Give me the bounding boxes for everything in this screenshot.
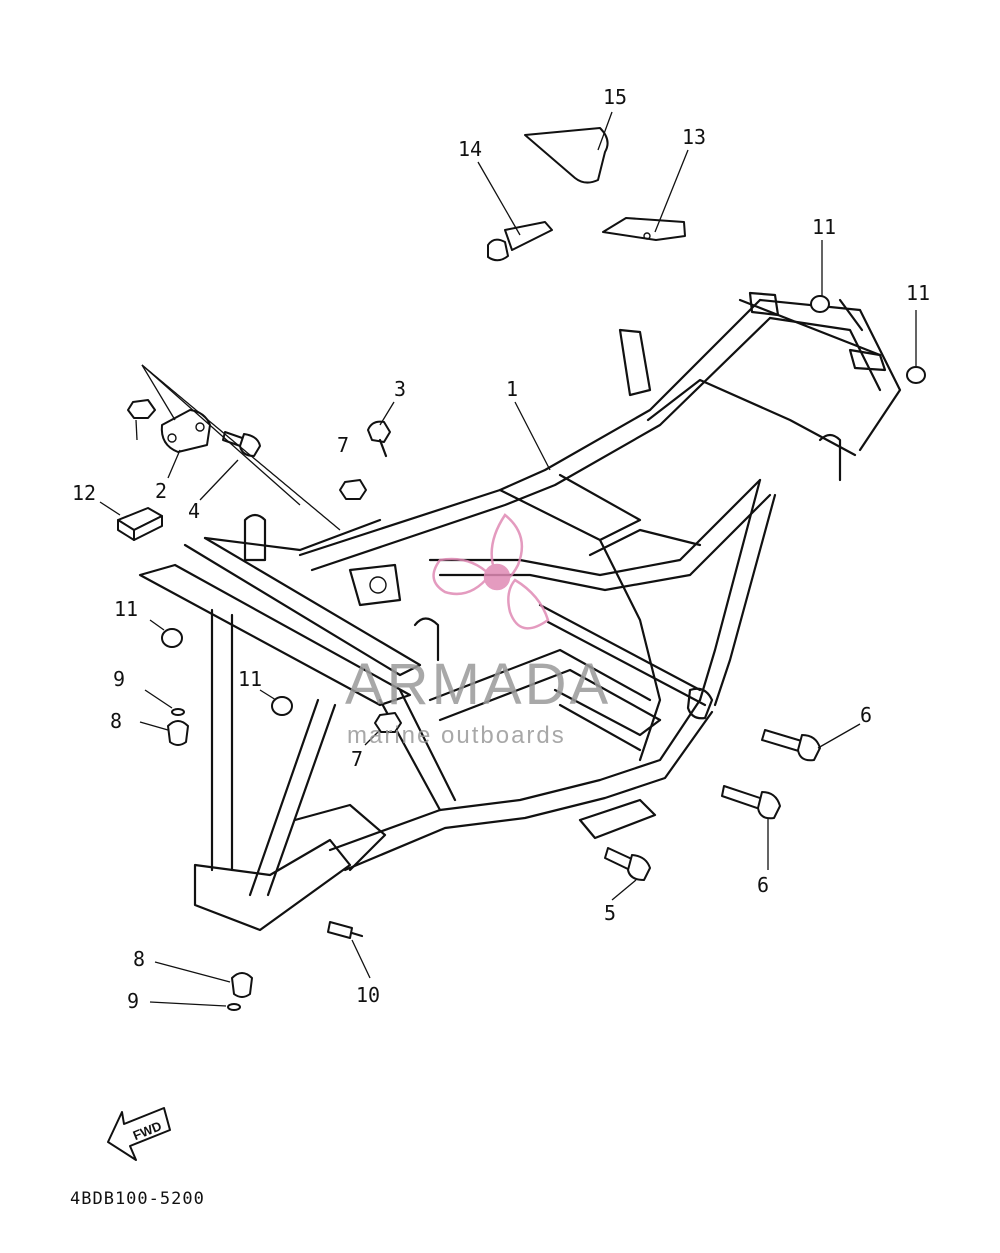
watermark: ARMADA marine outboards xyxy=(345,513,611,749)
callout-2: 2 xyxy=(155,479,167,503)
frame-assembly xyxy=(138,291,902,932)
part-11-cap-right xyxy=(906,366,926,384)
part-5-bolt xyxy=(604,847,651,881)
callout-15: 15 xyxy=(603,85,627,109)
callout-10: 10 xyxy=(356,983,380,1007)
watermark-logo-icon xyxy=(432,513,550,630)
callout-14: 14 xyxy=(458,137,482,161)
part-6-bolt-lower xyxy=(721,785,781,820)
callout-12: 12 xyxy=(72,481,96,505)
part-7-nut-upper xyxy=(127,399,156,419)
callout-8-lower: 8 xyxy=(133,947,145,971)
callout-9-upper: 9 xyxy=(113,667,125,691)
part-8-cap-lower xyxy=(231,972,253,998)
callout-1: 1 xyxy=(506,377,518,401)
part-13-plate xyxy=(602,217,686,241)
part-2-bracket xyxy=(160,409,211,453)
part-11-cap-middle xyxy=(271,696,293,716)
callout-13: 13 xyxy=(682,125,706,149)
callout-11-right: 11 xyxy=(906,281,930,305)
part-15-pad xyxy=(524,127,609,184)
part-9-oring-upper xyxy=(171,708,185,716)
callout-7-lower: 7 xyxy=(351,747,363,771)
callout-5: 5 xyxy=(604,901,616,925)
watermark-tagline: marine outboards xyxy=(347,722,566,749)
part-7-nut-lower xyxy=(374,712,402,733)
part-11-cap-left xyxy=(161,628,183,648)
part-10-fitting xyxy=(327,921,364,939)
drawing-code: 4BDB100-5200 xyxy=(70,1189,205,1209)
part-14-strap xyxy=(487,221,553,262)
callout-11-middle: 11 xyxy=(238,667,262,691)
part-9-oring-lower xyxy=(227,1003,241,1011)
part-3-bolt xyxy=(367,420,391,458)
fwd-arrow-icon: FWD xyxy=(107,1107,171,1161)
callout-6-lower: 6 xyxy=(757,873,769,897)
callout-11-left: 11 xyxy=(114,597,138,621)
part-7-nut-middle xyxy=(339,479,367,500)
part-6-bolt-upper xyxy=(761,729,821,762)
callout-3: 3 xyxy=(394,377,406,401)
watermark-brand: ARMADA xyxy=(345,652,611,717)
part-11-cap-top xyxy=(810,295,830,313)
callout-8-upper: 8 xyxy=(110,709,122,733)
part-12-block xyxy=(117,507,163,541)
callout-6-upper: 6 xyxy=(860,703,872,727)
callout-11-top: 11 xyxy=(812,215,836,239)
callout-9-lower: 9 xyxy=(127,989,139,1013)
callout-7-middle: 7 xyxy=(337,433,349,457)
callout-4: 4 xyxy=(188,499,200,523)
leader-lines xyxy=(99,111,917,1007)
callout-labels: 15 14 13 11 11 3 1 7 2 4 12 11 9 8 11 7 … xyxy=(72,85,930,1013)
part-8-cap-upper xyxy=(167,720,189,746)
